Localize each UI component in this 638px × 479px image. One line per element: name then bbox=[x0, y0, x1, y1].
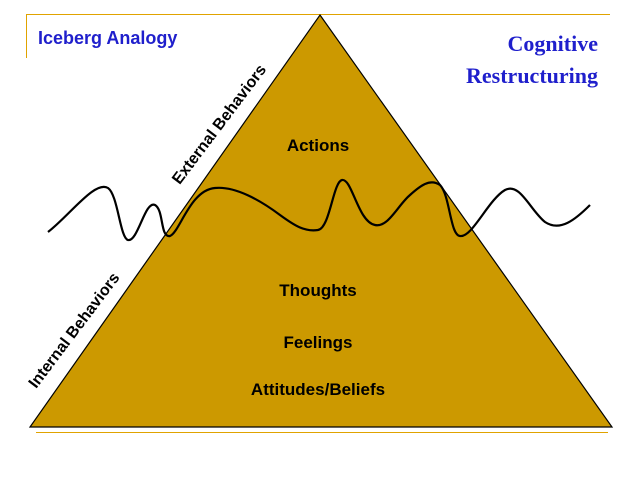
iceberg-pyramid bbox=[28, 13, 614, 428]
water-line bbox=[47, 178, 591, 242]
feelings-label: Feelings bbox=[283, 333, 353, 352]
thoughts-label: Thoughts bbox=[279, 281, 357, 300]
slide-title: Cognitive Restructuring bbox=[466, 28, 598, 92]
attitudes-beliefs-label: Attitudes/Beliefs bbox=[250, 380, 386, 399]
top-divider bbox=[26, 14, 610, 15]
corner-label: Iceberg Analogy bbox=[38, 28, 178, 48]
slide-title-line-1: Cognitive bbox=[507, 31, 598, 56]
bottom-divider bbox=[36, 432, 608, 433]
slide-title-line-2: Restructuring bbox=[466, 63, 598, 88]
left-divider bbox=[26, 14, 27, 58]
actions-label: Actions bbox=[286, 136, 350, 155]
